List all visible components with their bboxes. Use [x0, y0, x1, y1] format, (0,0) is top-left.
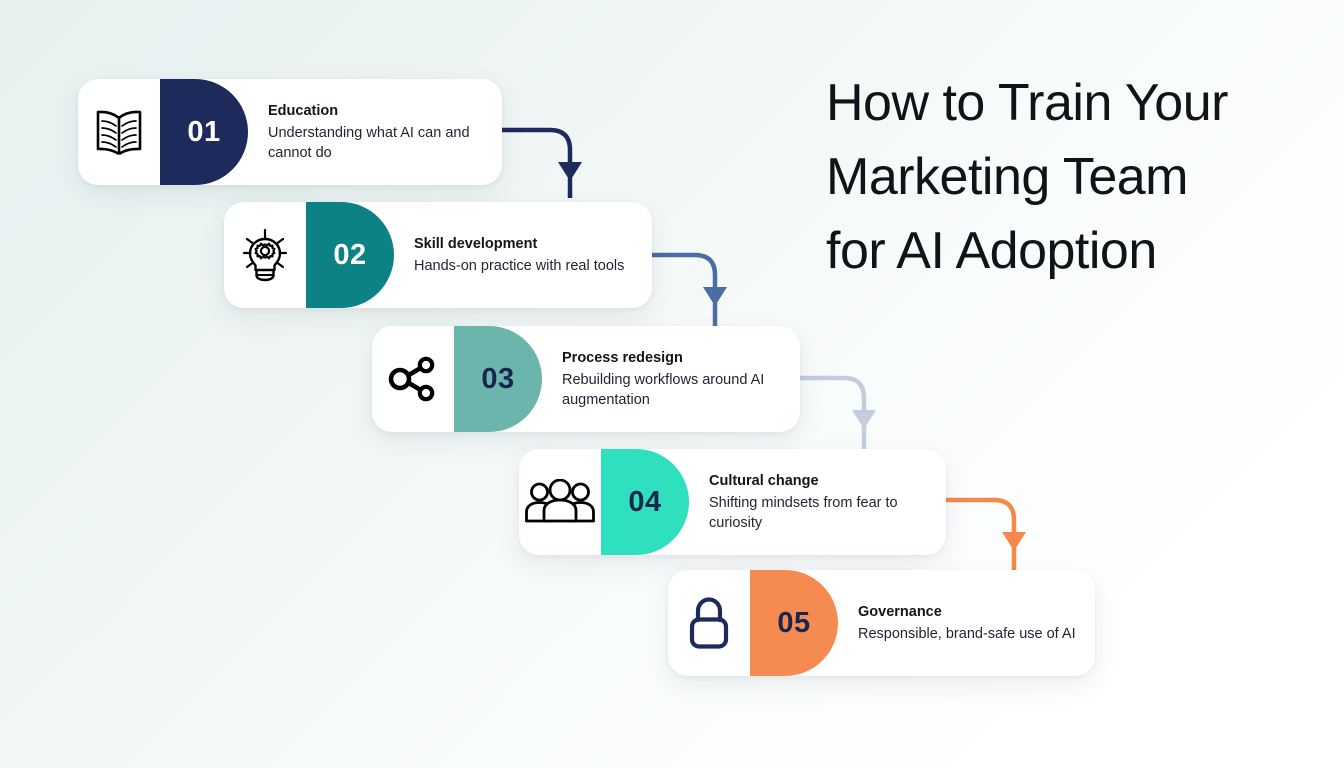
step-number-05: 05	[777, 606, 811, 639]
step-number-02: 02	[333, 238, 367, 271]
step-card-04[interactable]: 04 Cultural change Shifting mindsets fro…	[519, 449, 946, 555]
step-text-05: Governance Responsible, brand-safe use o…	[838, 602, 1095, 644]
step-title-02: Skill development	[414, 236, 538, 252]
lock-icon	[668, 570, 750, 676]
step-title-04: Cultural change	[709, 473, 819, 489]
lightbulb-gear-icon	[224, 202, 306, 308]
step-desc-03: Rebuilding workflows around AI augmentat…	[562, 372, 765, 408]
step-text-02: Skill development Hands-on practice with…	[394, 234, 652, 276]
people-group-icon	[519, 449, 601, 555]
step-number-04: 04	[628, 485, 662, 518]
step-badge-05: 05	[750, 570, 838, 676]
step-card-05[interactable]: 05 Governance Responsible, brand-safe us…	[668, 570, 1095, 676]
open-book-icon	[78, 79, 160, 185]
step-card-02[interactable]: 02 Skill development Hands-on practice w…	[224, 202, 652, 308]
step-number-03: 03	[481, 362, 515, 395]
step-card-01[interactable]: 01 Education Understanding what AI can a…	[78, 79, 502, 185]
step-desc-05: Responsible, brand-safe use of AI	[858, 626, 1076, 642]
step-title-05: Governance	[858, 604, 942, 620]
step-text-04: Cultural change Shifting mindsets from f…	[689, 471, 946, 533]
step-badge-03: 03	[454, 326, 542, 432]
share-network-icon	[372, 326, 454, 432]
step-desc-01: Understanding what AI can and cannot do	[268, 125, 470, 161]
step-badge-01: 01	[160, 79, 248, 185]
connector-04-to-05	[934, 497, 1026, 578]
step-desc-02: Hands-on practice with real tools	[414, 258, 625, 274]
step-title-03: Process redesign	[562, 350, 683, 366]
step-desc-04: Shifting mindsets from fear to curiosity	[709, 495, 898, 531]
step-title-01: Education	[268, 103, 339, 119]
step-card-03[interactable]: 03 Process redesign Rebuilding workflows…	[372, 326, 800, 432]
page-title: How to Train Your Marketing Team for AI …	[826, 74, 1228, 280]
step-badge-02: 02	[306, 202, 394, 308]
connector-01-to-02	[490, 127, 582, 198]
step-badge-04: 04	[601, 449, 689, 555]
step-number-01: 01	[187, 115, 221, 148]
step-text-03: Process redesign Rebuilding workflows ar…	[542, 348, 800, 410]
step-text-01: Education Understanding what AI can and …	[248, 101, 502, 163]
